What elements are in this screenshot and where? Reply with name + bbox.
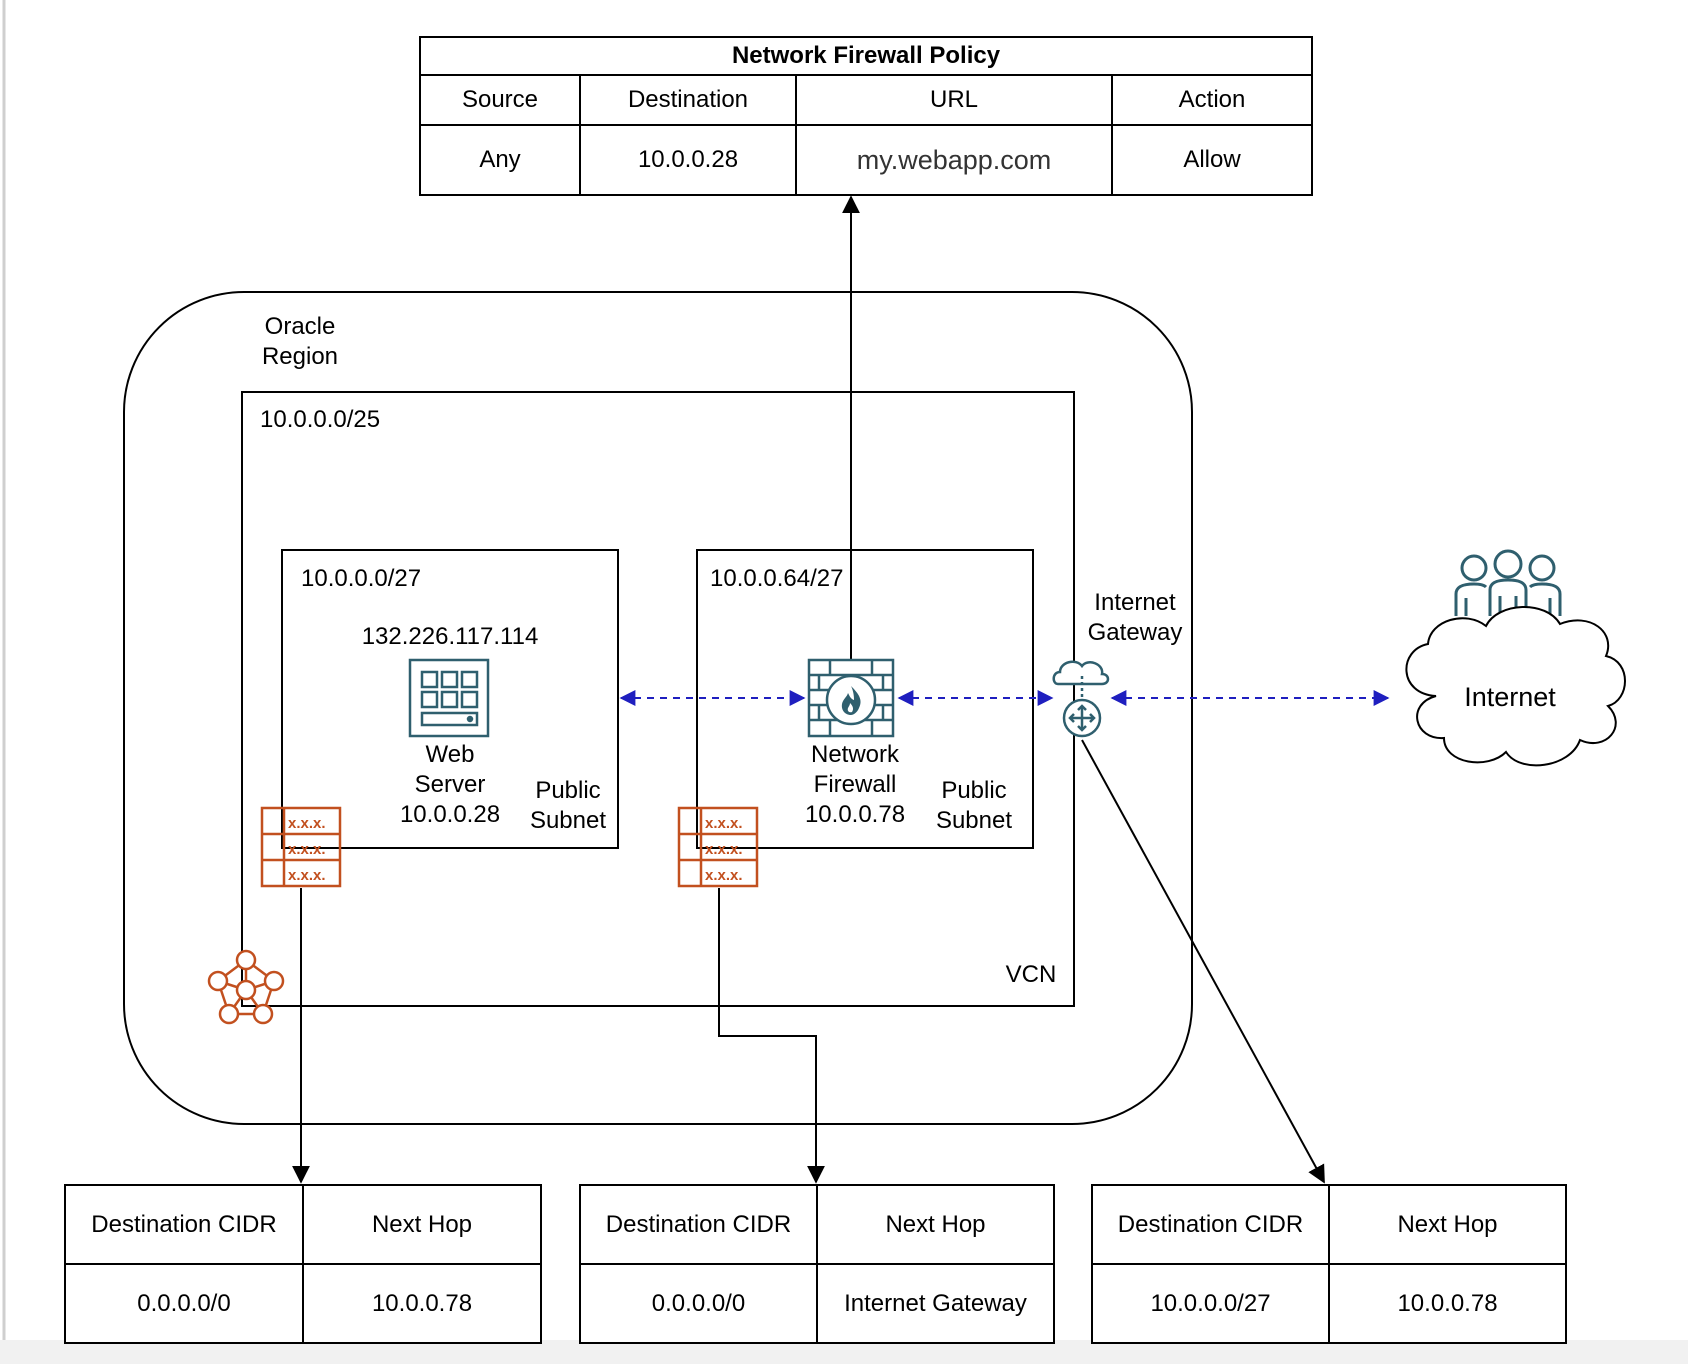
internet-gateway-icon <box>1052 660 1110 738</box>
firewall-subnet-type-line1: Public <box>941 777 1007 804</box>
firewall-label: Network Firewall 10.0.0.78 <box>775 740 935 830</box>
firewall-label-line2: Firewall <box>813 771 897 798</box>
route-table-header: Destination CIDR <box>579 1184 818 1265</box>
policy-header-source: Source <box>419 74 581 126</box>
web-server-public-ip: 132.226.117.114 <box>361 623 539 650</box>
firewall-subnet-type-line2: Subnet <box>935 807 1013 834</box>
policy-cell-action: Allow <box>1110 124 1314 196</box>
region-label-line2: Region <box>261 343 339 370</box>
web-server-label: Web Server 10.0.0.28 <box>370 740 530 830</box>
internet-gateway-label-line1: Internet <box>1094 589 1176 616</box>
web-subnet-type-line2: Subnet <box>529 807 607 834</box>
firewall-label-line1: Network <box>810 741 900 768</box>
route-table-3: Destination CIDR Next Hop 10.0.0.0/27 10… <box>1091 1184 1567 1344</box>
oracle-region-boundary <box>123 291 1193 1125</box>
vcn-cidr: 10.0.0.0/25 <box>260 406 381 433</box>
svg-text:x.x.x.: x.x.x. <box>288 815 326 832</box>
web-server-icon <box>408 658 490 738</box>
firewall-subnet-type: Public Subnet <box>924 776 1024 836</box>
web-subnet-cidr: 10.0.0.0/27 <box>301 565 422 592</box>
web-subnet-type-line1: Public <box>535 777 601 804</box>
route-table-2: Destination CIDR Next Hop 0.0.0.0/0 Inte… <box>579 1184 1055 1344</box>
vcn-label: VCN <box>1005 961 1057 988</box>
internet-label: Internet <box>1464 682 1556 712</box>
route-table-header: Destination CIDR <box>1091 1184 1330 1265</box>
route-table-cell: 0.0.0.0/0 <box>64 1263 304 1344</box>
route-table-header: Next Hop <box>816 1184 1055 1265</box>
policy-cell-url: my.webapp.com <box>795 124 1113 196</box>
internet-gateway-label: Internet Gateway <box>1070 588 1200 648</box>
region-label: Oracle Region <box>240 312 360 372</box>
policy-header-action: Action <box>1110 74 1314 126</box>
route-table-cell: 10.0.0.78 <box>302 1263 542 1344</box>
web-server-label-line2: Server <box>414 771 486 798</box>
svg-text:x.x.x.: x.x.x. <box>705 815 743 832</box>
policy-cell-destination: 10.0.0.28 <box>579 124 797 196</box>
svg-text:x.x.x.: x.x.x. <box>288 841 326 858</box>
web-subnet-type: Public Subnet <box>518 776 618 836</box>
svg-text:x.x.x.: x.x.x. <box>705 867 743 884</box>
route-table-cell: Internet Gateway <box>816 1263 1055 1344</box>
internet-gateway-label-line2: Gateway <box>1087 619 1183 646</box>
route-table-icon: x.x.x. x.x.x. x.x.x. <box>260 806 342 888</box>
firewall-subnet-cidr: 10.0.0.64/27 <box>710 565 844 592</box>
region-label-line1: Oracle <box>264 313 336 340</box>
firewall-policy-table: Network Firewall Policy Source Destinati… <box>418 36 1314 196</box>
network-hub-icon <box>207 949 285 1025</box>
policy-header-destination: Destination <box>579 74 797 126</box>
cloud-icon <box>1405 606 1626 767</box>
vcn-boundary <box>241 391 1075 1007</box>
users-icon <box>1454 549 1562 616</box>
route-table-cell: 10.0.0.78 <box>1328 1263 1567 1344</box>
route-table-header: Next Hop <box>1328 1184 1567 1265</box>
svg-text:x.x.x.: x.x.x. <box>288 867 326 884</box>
route-table-1: Destination CIDR Next Hop 0.0.0.0/0 10.0… <box>64 1184 542 1344</box>
web-server-label-line1: Web <box>425 741 475 768</box>
route-table-cell: 10.0.0.0/27 <box>1091 1263 1330 1344</box>
route-link-3 <box>1081 739 1325 1184</box>
firewall-ip: 10.0.0.78 <box>804 801 906 828</box>
policy-header-url: URL <box>795 74 1113 126</box>
web-server-ip: 10.0.0.28 <box>399 801 501 828</box>
route-table-header: Destination CIDR <box>64 1184 304 1265</box>
route-table-header: Next Hop <box>302 1184 542 1265</box>
page-footer-strip <box>0 1340 1688 1364</box>
route-table-icon: x.x.x. x.x.x. x.x.x. <box>677 806 759 888</box>
firewall-icon <box>807 658 895 738</box>
route-table-cell: 0.0.0.0/0 <box>579 1263 818 1344</box>
route-link-2 <box>718 888 825 1184</box>
policy-title: Network Firewall Policy <box>418 36 1314 76</box>
policy-cell-source: Any <box>419 124 581 196</box>
svg-text:x.x.x.: x.x.x. <box>705 841 743 858</box>
